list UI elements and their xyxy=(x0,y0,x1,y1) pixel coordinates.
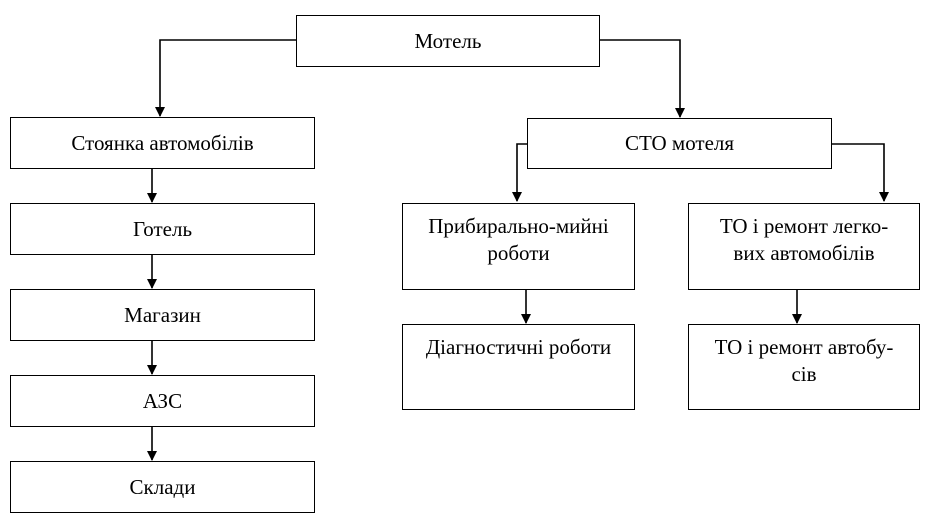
node-cleaning-washing: Прибирально-мийні роботи xyxy=(402,203,635,290)
node-car-service: ТО і ремонт легко- вих автомобілів xyxy=(688,203,920,290)
node-motel-label: Мотель xyxy=(414,28,482,53)
edge-root-to-parking xyxy=(155,39,296,117)
node-car-service-label: ТО і ремонт легко- вих автомобілів xyxy=(719,214,889,265)
node-bus-service-label: ТО і ремонт автобу- сів xyxy=(714,335,894,386)
edge-sto-to-cleaning xyxy=(512,143,527,202)
node-gas-station-label: АЗС xyxy=(142,388,183,413)
node-parking-label: Стоянка автомобілів xyxy=(71,130,254,155)
node-shop-label: Магазин xyxy=(124,302,201,327)
node-sto: СТО мотеля xyxy=(527,118,832,169)
node-gas-station: АЗС xyxy=(10,375,315,427)
node-hotel: Готель xyxy=(10,203,315,255)
node-cleaning-washing-label: Прибирально-мийні роботи xyxy=(428,214,609,265)
node-parking: Стоянка автомобілів xyxy=(10,117,315,169)
node-bus-service: ТО і ремонт автобу- сів xyxy=(688,324,920,410)
node-diagnostics: Діагностичні роботи xyxy=(402,324,635,410)
edge-root-to-sto xyxy=(600,39,685,118)
node-shop: Магазин xyxy=(10,289,315,341)
node-motel: Мотель xyxy=(296,15,600,67)
node-warehouses-label: Склади xyxy=(129,474,196,499)
node-warehouses: Склади xyxy=(10,461,315,513)
node-sto-label: СТО мотеля xyxy=(624,131,735,155)
edge-sto-to-cars xyxy=(832,143,889,202)
node-diagnostics-label: Діагностичні роботи xyxy=(425,335,612,359)
node-hotel-label: Готель xyxy=(132,216,193,241)
